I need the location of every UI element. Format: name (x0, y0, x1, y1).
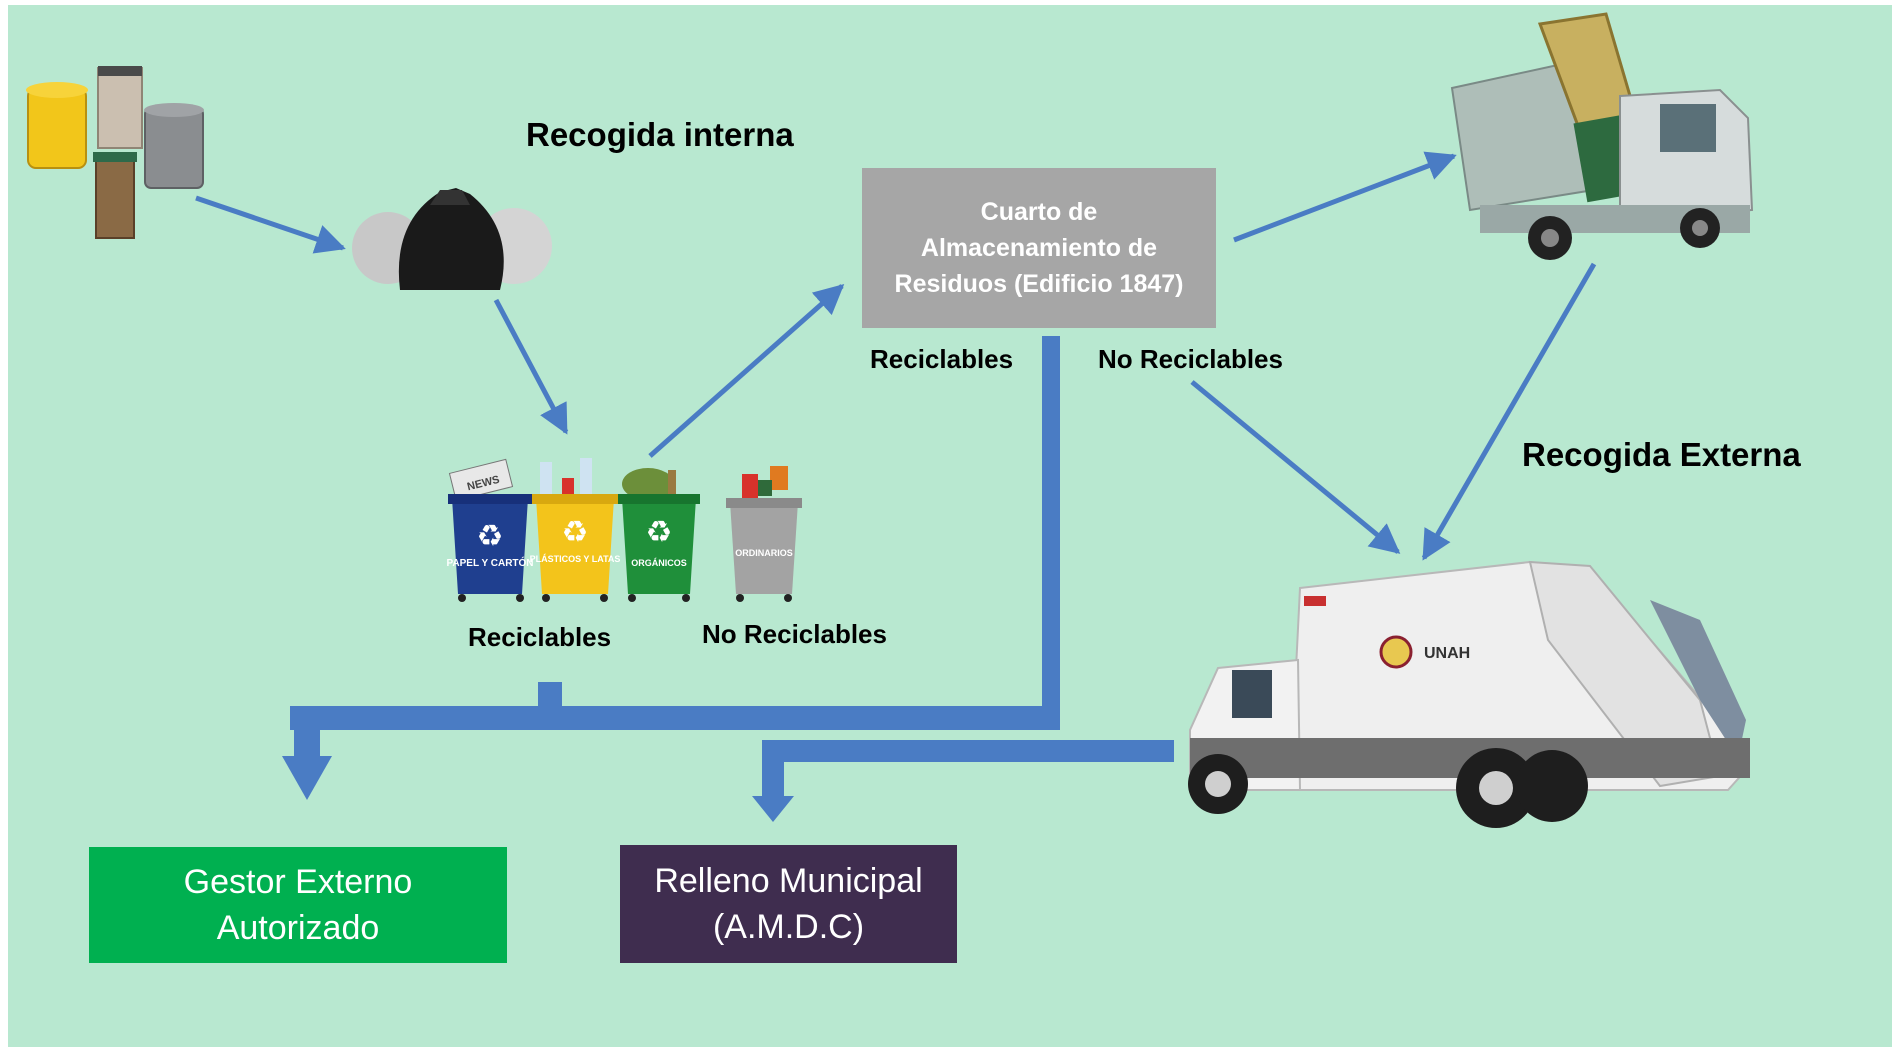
flow-arrows (195, 151, 1597, 561)
noreciclables-down-stub (762, 740, 784, 796)
relleno-line1: Relleno Municipal (654, 862, 923, 900)
arrowhead-to-relleno (752, 796, 794, 822)
gestor-line2: Autorizado (216, 909, 380, 947)
reciclables-trunk-from-storage (1042, 336, 1060, 730)
wooden-bin-icon (93, 152, 137, 239)
label-no-reciclables-right: No Reciclables (1098, 344, 1283, 374)
noreciclables-horizontal-bar (762, 740, 1174, 762)
arrow-small-truck-to-big-truck (1421, 262, 1597, 561)
unah-logo-text: UNAH (1424, 645, 1470, 662)
gestor-externo-box: Gestor Externo Autorizado (89, 847, 507, 963)
gray-can-icon (144, 103, 204, 189)
arrow-storage-to-small-truck (1233, 151, 1457, 243)
reciclables-trunk-from-bins (538, 682, 562, 706)
storage-room-box: Cuarto de Almacenamiento de Residuos (Ed… (862, 168, 1216, 328)
svg-text:♻: ♻ (562, 516, 589, 549)
gestor-line1: Gestor Externo (183, 863, 413, 901)
beige-can-icon (97, 66, 143, 149)
yellow-bin-icon: ♻ PLÁSTICOS Y LATAS (530, 494, 621, 594)
arrow-bags-to-bins (493, 298, 569, 435)
ordinarios-bin-text: ORDINARIOS (735, 548, 793, 558)
plasticos-bin-text: PLÁSTICOS Y LATAS (530, 554, 621, 564)
storage-room-line1: Cuarto de (980, 198, 1098, 226)
thick-flow-lines (282, 336, 1174, 822)
recycling-bins-image: NEWS ♻ PAPEL Y CARTÓN ♻ PLÁSTICOS Y LATA… (446, 458, 802, 602)
reciclables-horizontal-bar (290, 706, 1060, 730)
blue-bin-icon: ♻ PAPEL Y CARTÓN (446, 494, 534, 594)
storage-room-line3: Residuos (Edificio 1847) (894, 270, 1184, 298)
yellow-can-icon (26, 82, 88, 169)
label-recogida-interna: Recogida interna (526, 116, 794, 153)
green-bin-icon: ♻ ORGÁNICOS (618, 494, 700, 594)
arrow-bins-to-storage (648, 284, 845, 458)
small-collection-truck-image (1450, 12, 1754, 260)
svg-text:♻: ♻ (477, 520, 504, 553)
arrow-noreciclables-to-big-truck (1190, 380, 1401, 554)
arrowhead-to-gestor (282, 756, 332, 800)
trash-cans-image (26, 66, 204, 239)
label-no-reciclables-left: No Reciclables (702, 619, 887, 649)
gray-bin-icon: ORDINARIOS (726, 498, 802, 594)
svg-text:♻: ♻ (646, 516, 673, 549)
storage-room-line2: Almacenamiento de (920, 234, 1158, 262)
arrow-cans-to-bags (195, 195, 346, 254)
relleno-line2: (A.M.D.C) (712, 908, 865, 946)
label-reciclables-left: Reciclables (468, 622, 612, 652)
garbage-bags-image (352, 188, 552, 290)
label-recogida-externa: Recogida Externa (1522, 436, 1801, 473)
reciclables-down-stub (294, 706, 320, 756)
organicos-bin-text: ORGÁNICOS (631, 558, 687, 568)
relleno-municipal-box: Relleno Municipal (A.M.D.C) (620, 845, 957, 963)
papel-bin-text: PAPEL Y CARTÓN (446, 556, 533, 569)
label-reciclables-right: Reciclables (870, 344, 1014, 374)
garbage-truck-image: UNAH (1188, 560, 1750, 828)
